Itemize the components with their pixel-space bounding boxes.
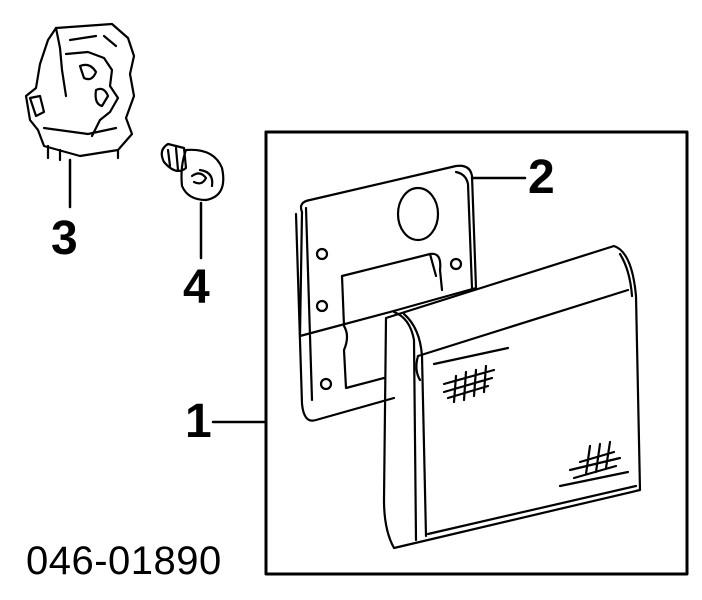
lamp-lens-drawing xyxy=(382,244,642,550)
socket-drawing xyxy=(24,22,136,162)
callout-4: 4 xyxy=(183,261,210,314)
part-number-label: 046-01890 xyxy=(26,539,222,583)
callout-3: 3 xyxy=(51,212,78,265)
gasket-drawing xyxy=(294,164,478,422)
assembly-frame xyxy=(264,130,689,576)
callout-2: 2 xyxy=(528,151,555,204)
bulb-drawing xyxy=(160,142,225,202)
callout-1: 1 xyxy=(185,395,212,448)
